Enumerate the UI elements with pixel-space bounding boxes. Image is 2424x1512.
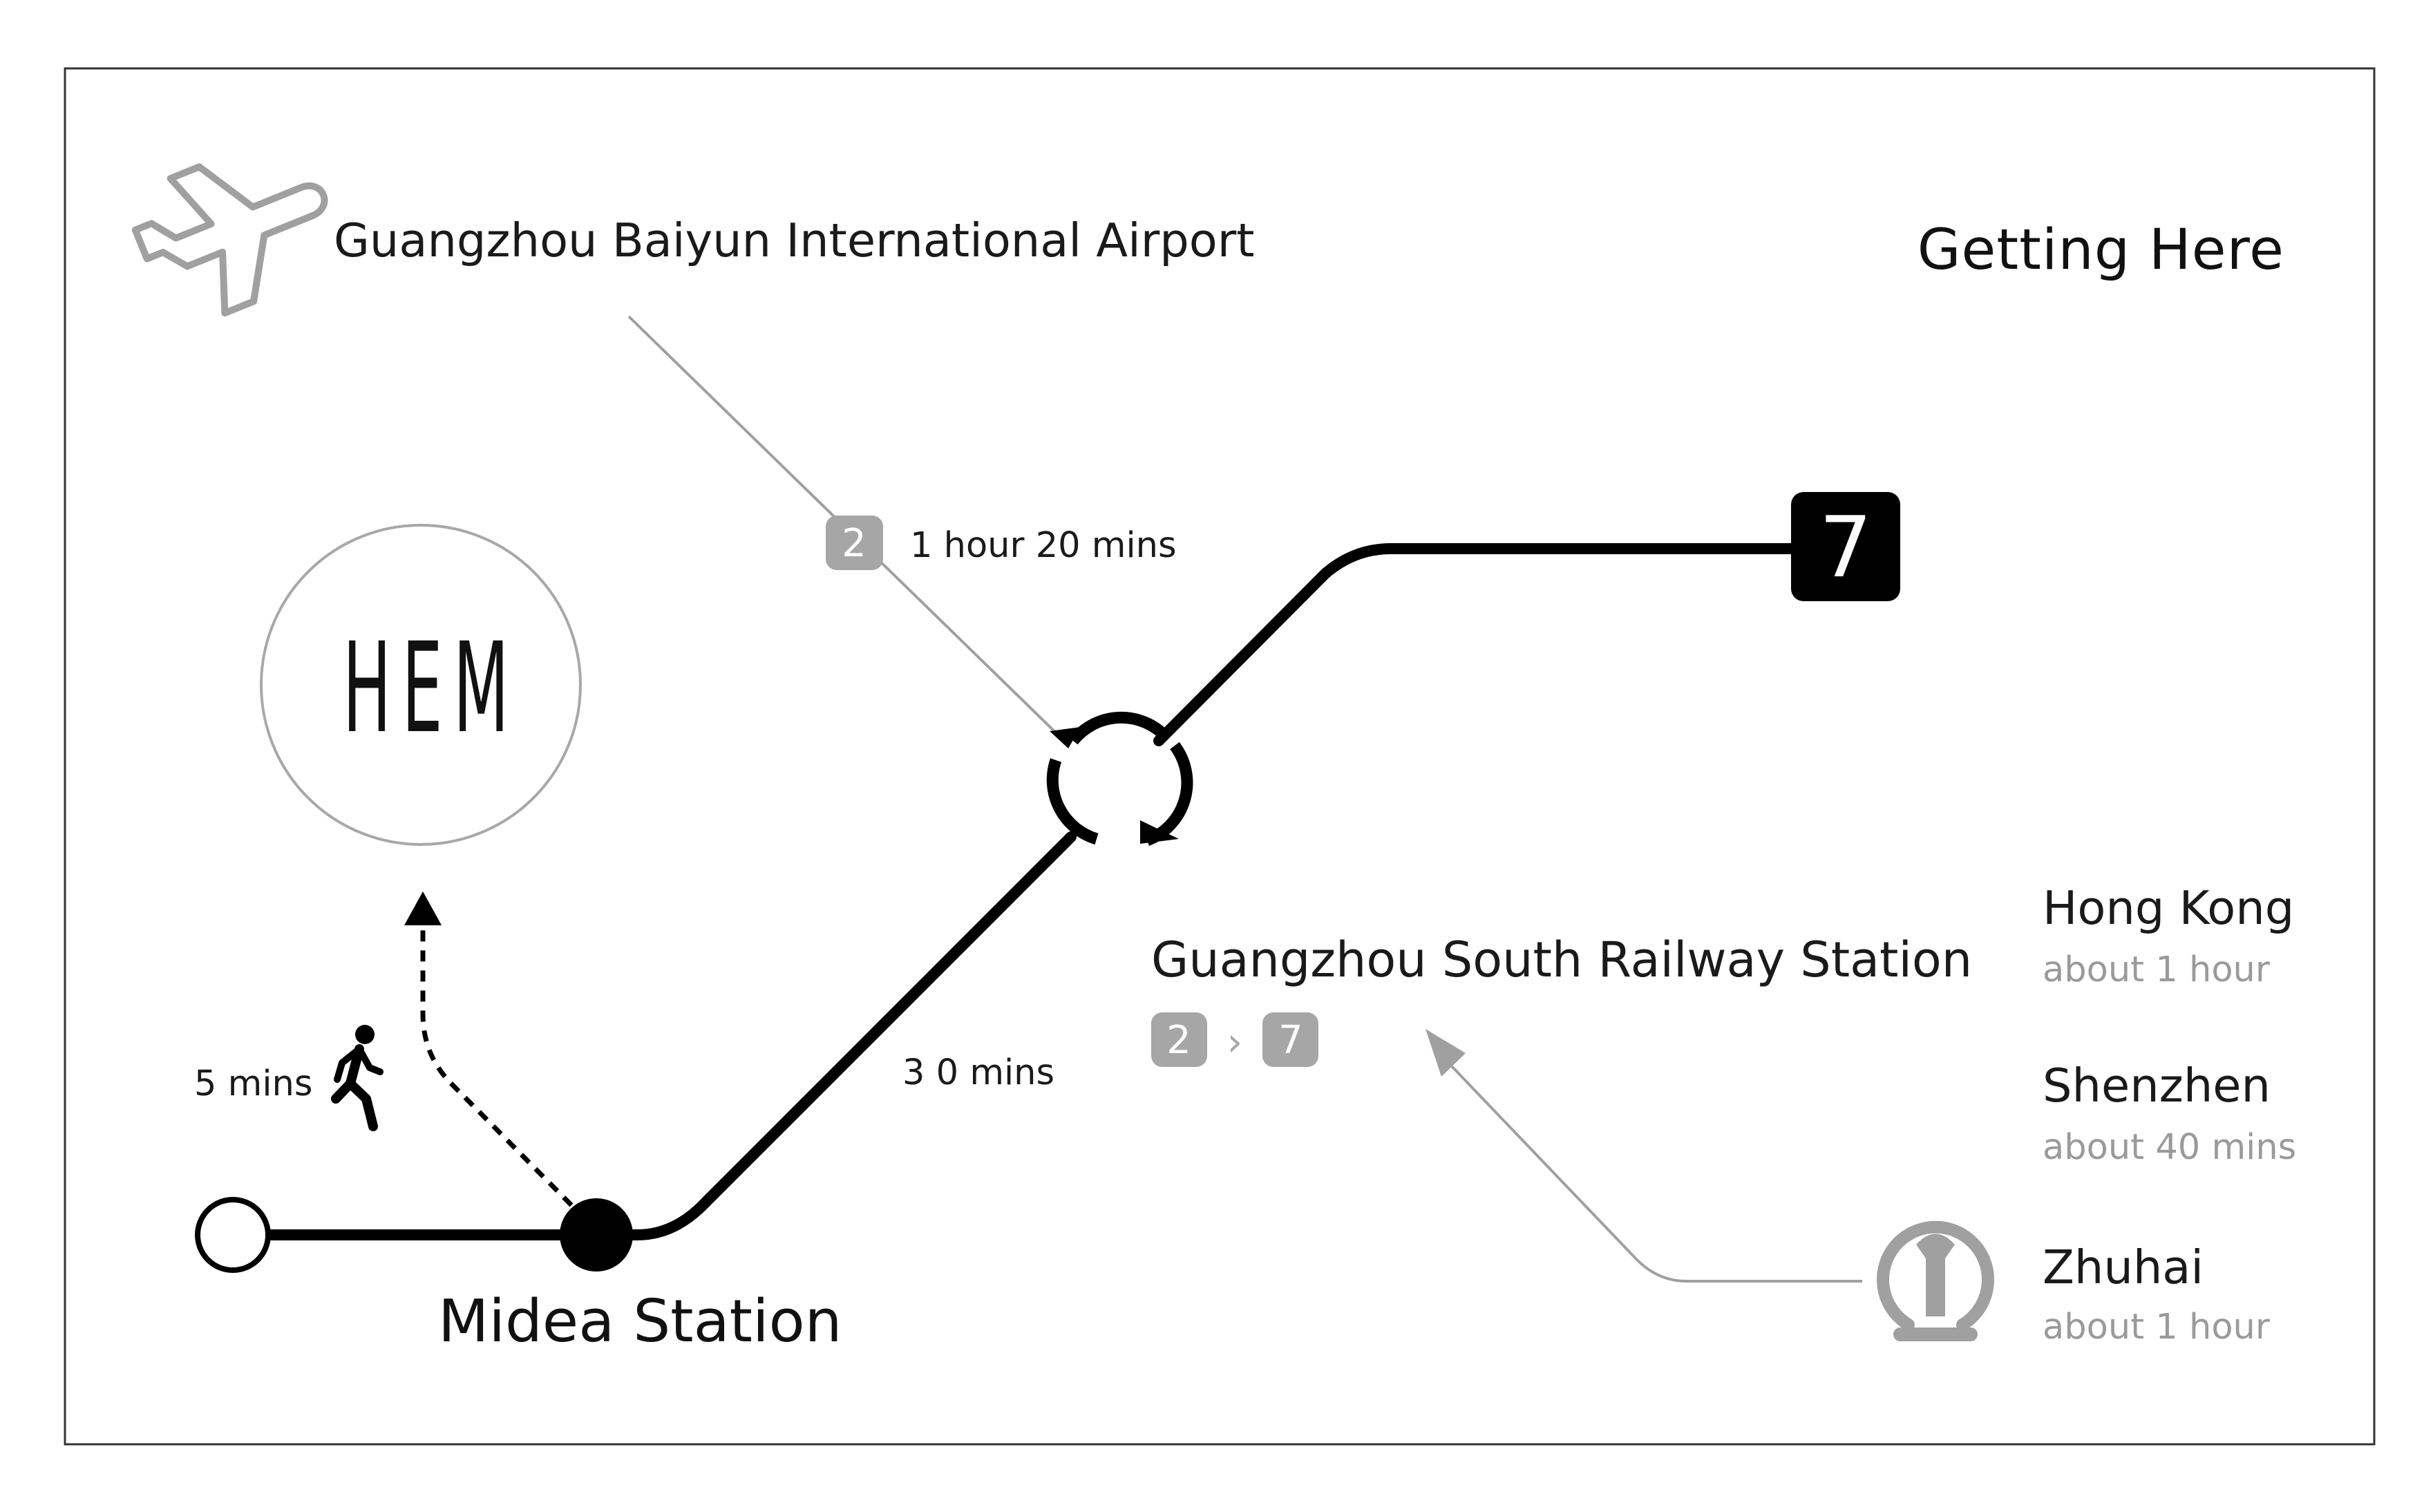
metro-line-7 [227,831,1077,1240]
map-frame [64,67,2376,1446]
city-time: about 1 hour [2043,1307,2270,1348]
airport-travel-time: 1 hour 20 mins [910,525,1177,566]
interchange-arrows-icon [1046,711,1193,846]
city-time: about 1 hour [2043,949,2270,990]
walk-time: 5 mins [194,1064,312,1104]
railway-station-name: Guangzhou South Railway Station [1151,932,1972,988]
metro-line-7-upper [1153,543,1809,746]
airplane-icon [131,163,328,316]
city-time: about 40 mins [2043,1127,2296,1168]
midea-station-dot [560,1198,633,1272]
line-7-badge-label: 7 [1819,499,1873,596]
walking-path [420,923,574,1207]
city-name: Shenzhen [2043,1059,2271,1113]
station-name: Midea Station [438,1287,842,1356]
airport-line-badge-label: 2 [842,521,867,566]
page-title: Getting Here [1918,218,2284,283]
line-7-badge: 7 [1791,492,1900,601]
railway-connector-arrowhead [1426,1029,1466,1077]
railway-badge-separator: › [1227,1020,1242,1065]
railway-badge-to-label: 7 [1278,1018,1303,1063]
walking-path-arrowhead [404,891,442,925]
hem-logo: HEM [260,524,582,846]
line-start-terminal [195,1197,271,1273]
city-zhuhai: Zhuhai about 1 hour [2043,1240,2270,1348]
railway-badge-to: 7 [1262,1012,1318,1067]
railway-badge-from-label: 2 [1166,1018,1191,1063]
hem-logo-circle [260,524,582,846]
railway-badge-from: 2 [1151,1012,1207,1067]
city-name: Hong Kong [2043,881,2294,935]
metro-travel-time: 3 0 mins [902,1052,1054,1093]
railway-connector-line [1450,1064,1862,1283]
city-hong-kong: Hong Kong about 1 hour [2043,881,2294,990]
airport-name: Guangzhou Baiyun International Airport [334,214,1255,267]
airport-line-badge: 2 [826,516,883,570]
city-name: Zhuhai [2043,1240,2204,1294]
hem-logo-text: HEM [343,616,520,761]
walking-person-icon [331,1025,384,1131]
railway-logo-icon [1877,1220,1994,1341]
city-shenzhen: Shenzhen about 40 mins [2043,1059,2296,1168]
